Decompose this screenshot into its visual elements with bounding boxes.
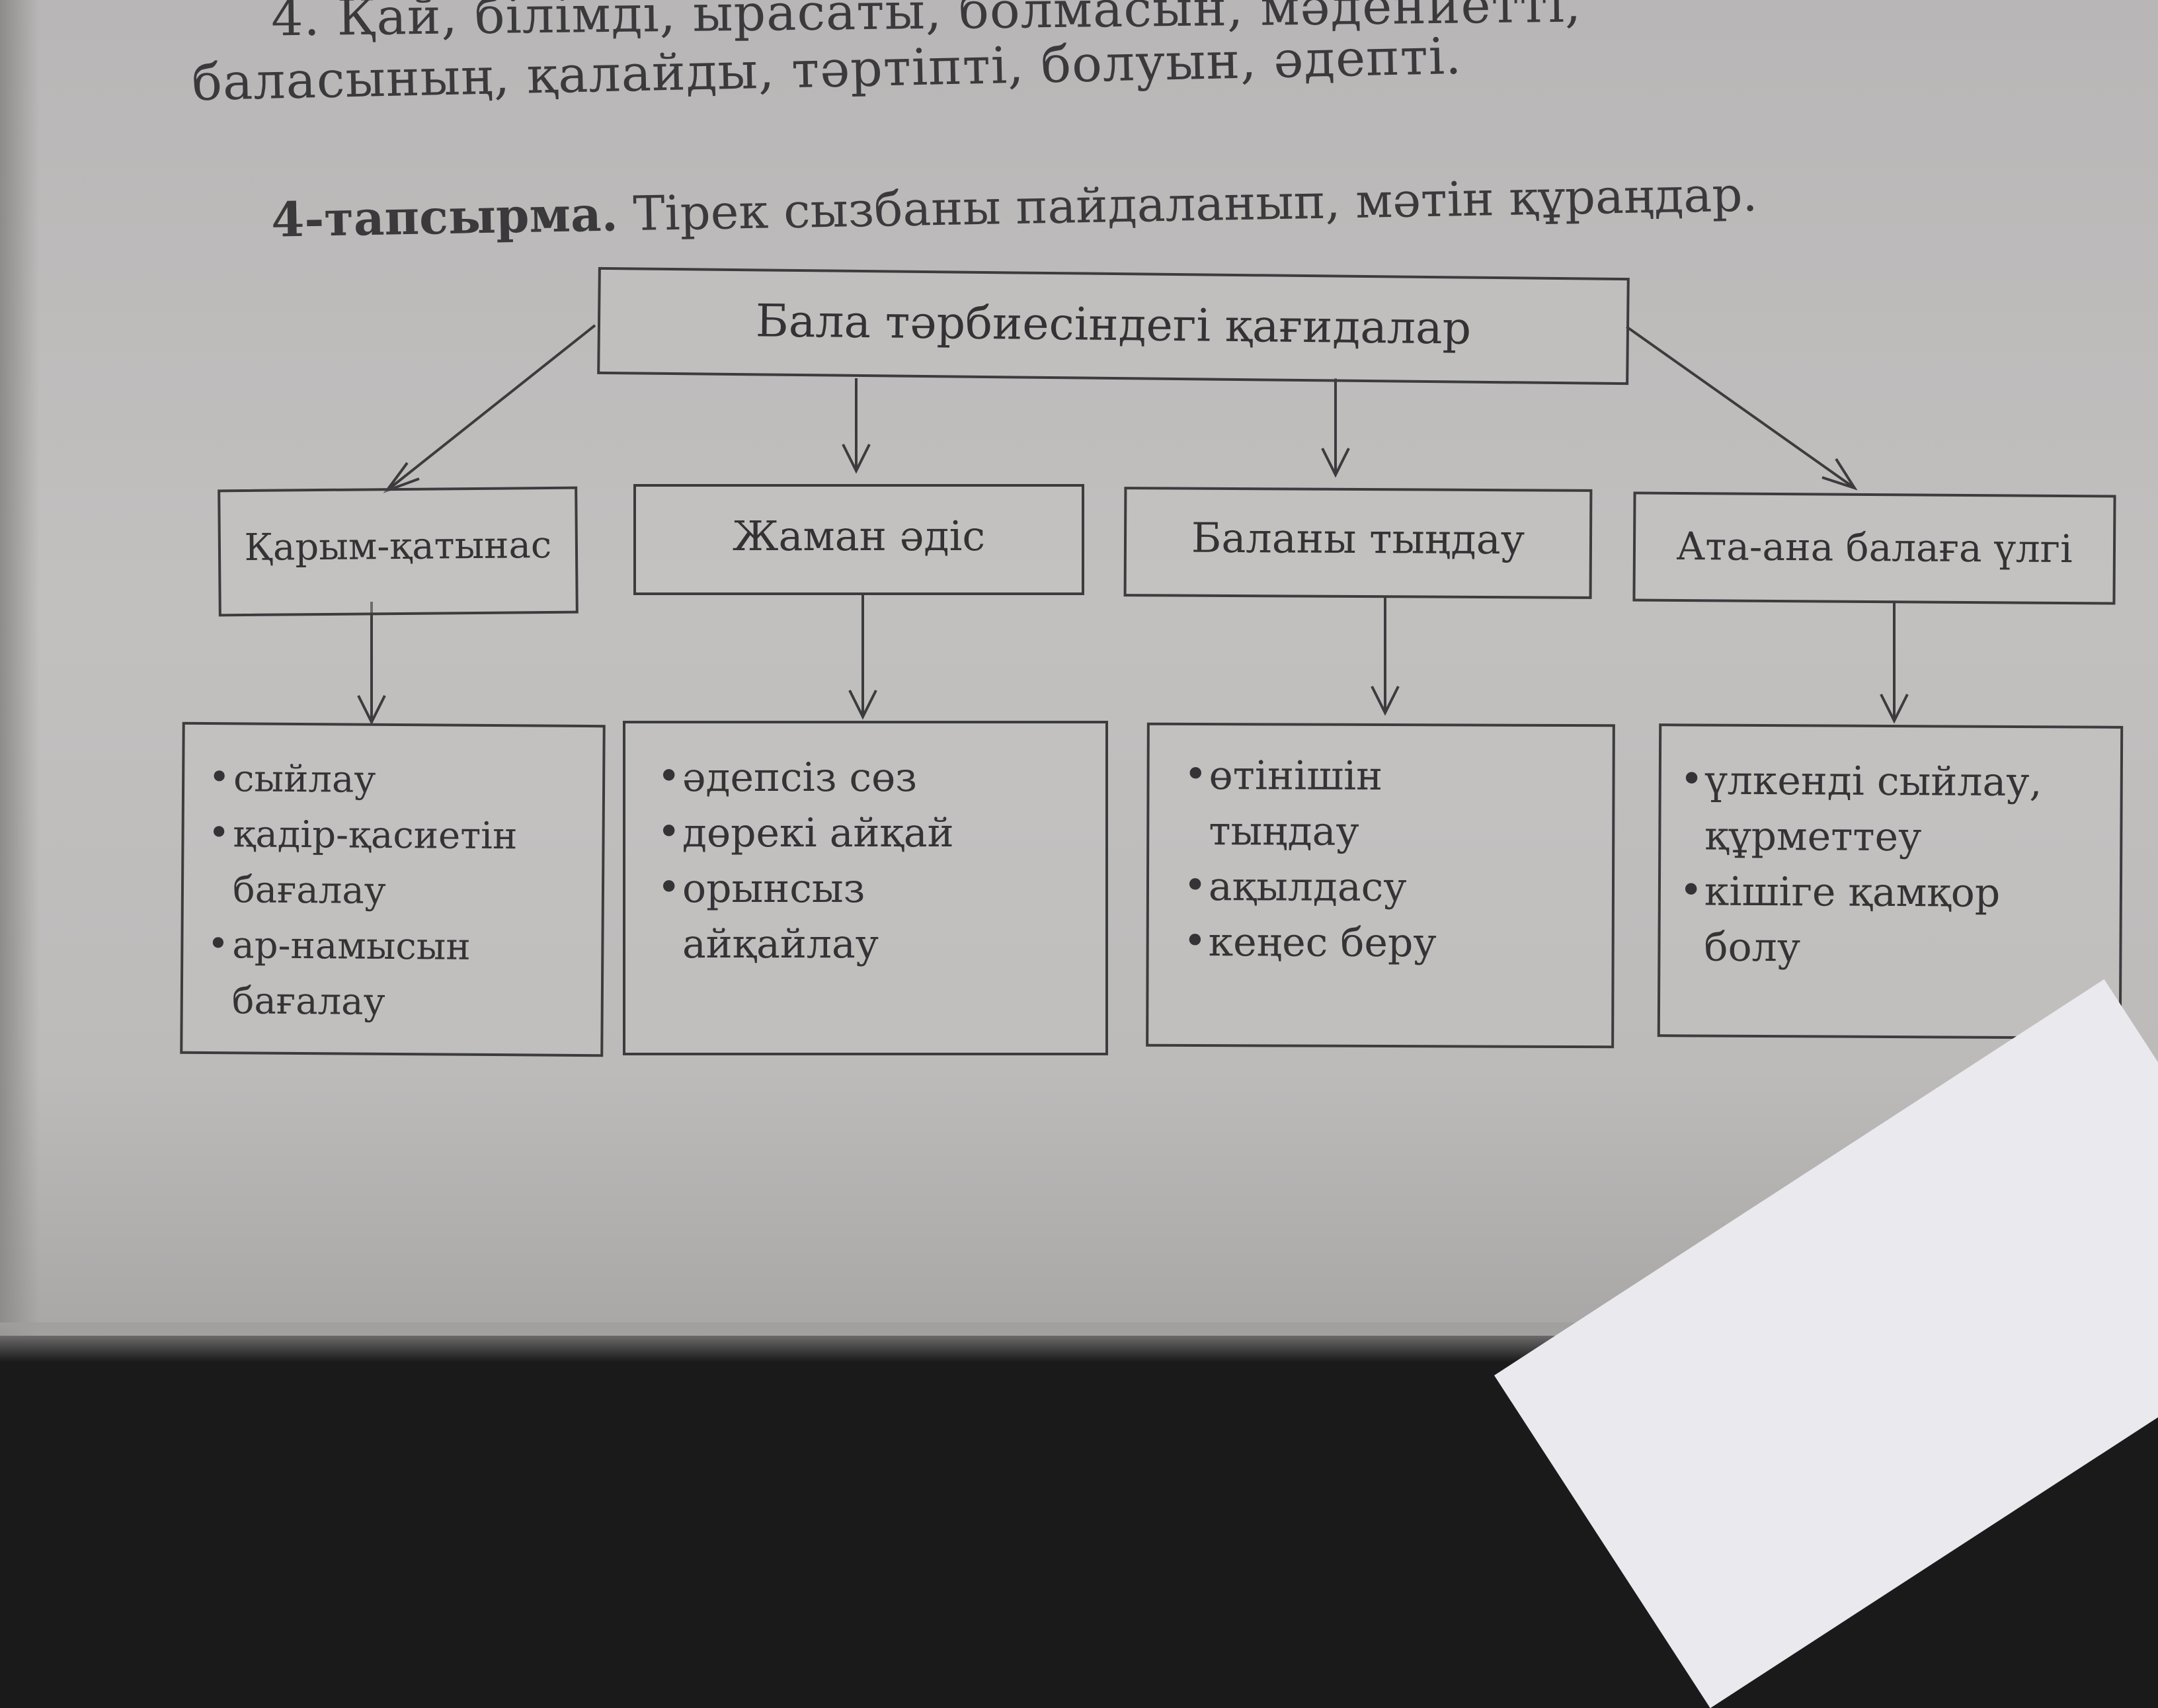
arrowhead-root-4: [1821, 458, 1858, 491]
list-item: қадір-қасиетін бағалау: [208, 807, 518, 920]
list-box-3: өтінішін тыңдау ақылдасу кеңес беру: [1146, 722, 1615, 1049]
arrowhead-root-1: [383, 462, 420, 494]
list-box-2: әдепсіз сөз дөрекі айқай орынсыз айқайла…: [623, 721, 1108, 1055]
branch-title-2: Жаман әдіс: [732, 512, 986, 560]
arrowhead-root-3: [1321, 448, 1350, 478]
branch-box-2: Жаман әдіс: [633, 484, 1084, 595]
arrowhead-branch-2: [848, 690, 877, 720]
list-box-1: сыйлау қадір-қасиетін бағалау ар-намысын…: [180, 721, 606, 1057]
arrow-root-to-branch-4: [1625, 325, 1856, 489]
arrowhead-root-2: [842, 444, 871, 474]
list-item: ақылдасу: [1183, 859, 1437, 915]
list-item: дөрекі айқай: [657, 804, 954, 861]
list-2: әдепсіз сөз дөрекі айқай орынсыз айқайла…: [657, 749, 954, 972]
list-item: өтінішін тыңдау: [1183, 748, 1437, 860]
page-shadow: [0, 0, 40, 1336]
list-1: сыйлау қадір-қасиетін бағалау ар-намысын…: [207, 751, 518, 1031]
list-item: сыйлау: [208, 751, 518, 809]
list-item: ар-намысын бағалау: [207, 918, 517, 1031]
list-item: орынсыз айқайлау: [657, 860, 954, 972]
list-box-4: үлкенді сыйлау, құрметтеу кішіге қамқор …: [1657, 723, 2124, 1039]
arrow-root-to-branch-1: [385, 324, 596, 492]
list-3: өтінішін тыңдау ақылдасу кеңес беру: [1183, 748, 1437, 971]
branch-box-1: Қарым-қатынас: [218, 486, 579, 617]
branch-title-3: Баланы тыңдау: [1191, 513, 1525, 564]
list-item: үлкенді сыйлау, құрметтеу: [1679, 752, 2042, 866]
branch-box-3: Баланы тыңдау: [1123, 487, 1593, 599]
branch-box-4: Ата-ана балаға үлгі: [1632, 491, 2116, 605]
list-item: кеңес беру: [1183, 915, 1437, 971]
arrowhead-branch-4: [1880, 694, 1909, 724]
diagram-root-label: Бала тәрбиесіндегі қағидалар: [755, 295, 1472, 355]
diagram-connectors: [357, 324, 1909, 725]
list-item: кішіге қамқор болу: [1679, 864, 2042, 977]
list-item: әдепсіз сөз: [657, 749, 954, 805]
arrowhead-branch-1: [357, 695, 386, 725]
list-4: үлкенді сыйлау, құрметтеу кішіге қамқор …: [1679, 752, 2042, 977]
textbook-page: 4. Қай, білімді, ырасаты, болмасын, мәде…: [0, 0, 2158, 1336]
branch-title-1: Қарым-қатынас: [244, 523, 552, 570]
diagram-root-box: Бала тәрбиесіндегі қағидалар: [597, 266, 1630, 386]
arrowhead-branch-3: [1371, 686, 1400, 716]
branch-title-4: Ата-ана балаға үлгі: [1676, 523, 2073, 572]
